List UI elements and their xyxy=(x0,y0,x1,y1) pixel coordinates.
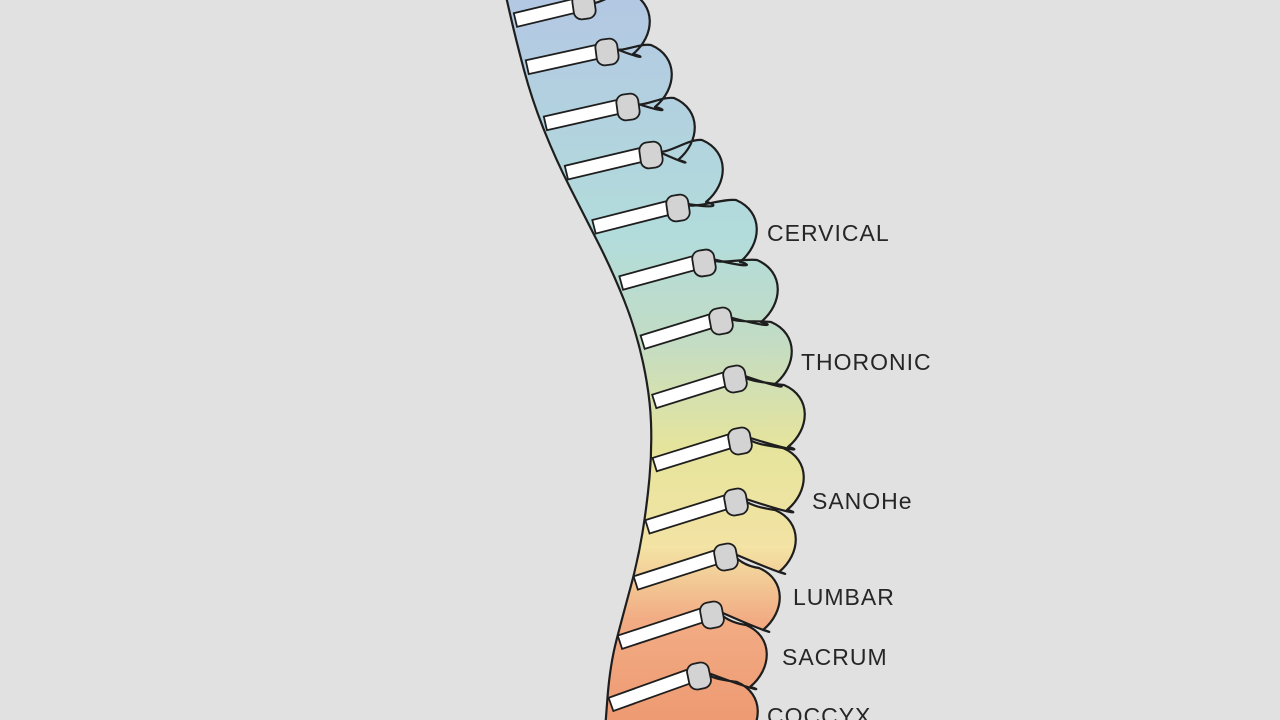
facet-joint xyxy=(571,0,597,21)
spine-outline xyxy=(505,0,806,720)
facet-joint xyxy=(727,426,753,456)
facet-joint xyxy=(686,661,712,691)
facet-joint xyxy=(722,364,748,394)
facet-joint xyxy=(699,600,725,630)
label-sacrum: SACRUM xyxy=(782,644,888,670)
facet-joint xyxy=(594,37,620,67)
facet-joint xyxy=(615,92,641,122)
facet-joint xyxy=(713,542,739,572)
facet-joint xyxy=(723,487,749,517)
facet-joint xyxy=(708,306,734,336)
label-coccyx: COCCYX xyxy=(767,703,871,720)
label-cervical: CERVICAL xyxy=(767,220,890,246)
facet-joint xyxy=(638,140,664,170)
label-thoronic: THORONIC xyxy=(801,349,932,375)
facet-joint xyxy=(691,248,717,278)
label-lumbar: LUMBAR xyxy=(793,584,895,610)
label-sanohe: SANOHe xyxy=(812,488,913,514)
facet-joint xyxy=(665,193,691,223)
spine xyxy=(505,0,806,720)
